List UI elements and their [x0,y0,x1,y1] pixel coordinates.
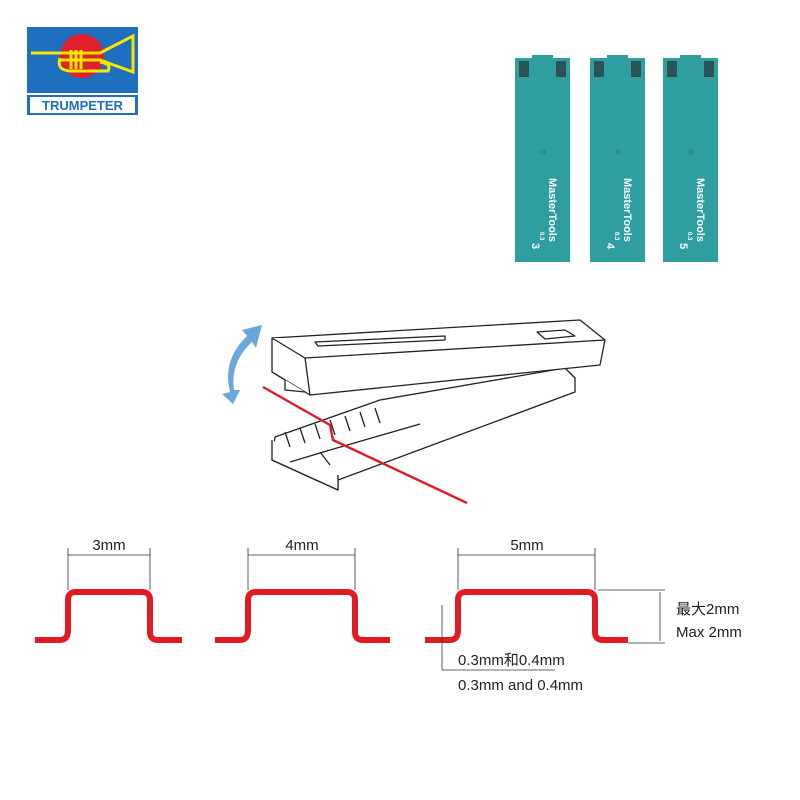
strip-brand: MasterTools [694,178,706,242]
strip-thickness: 0.3 [613,232,619,241]
rotation-arrow-icon [222,325,262,404]
width-label-5mm: 5mm [510,537,543,554]
strip-brand: MasterTools [621,178,633,242]
strip-thickness: 0.3 [538,232,544,241]
wire-line [262,385,468,505]
bend-profiles: 3mm 4mm 5mm 最大2mm Max 2mm 0.3mm和0.4mm 0.… [35,537,742,694]
strip-size: 5 [677,243,689,249]
bend-profile-3mm [35,589,182,643]
logo-text: TRUMPETER [42,98,124,113]
bend-profile-5mm [425,589,628,643]
width-label-4mm: 4mm [285,537,318,554]
trumpet-icon [31,33,135,75]
strip-brand: MasterTools [546,178,558,242]
strip-size: 4 [604,243,616,250]
crimping-tool-drawing [222,319,606,505]
trumpeter-logo: TRUMPETER [27,27,138,115]
bend-profile-4mm [215,589,390,643]
thickness-en: 0.3mm and 0.4mm [458,677,583,694]
max-height-cn: 最大2mm [676,601,739,618]
max-height-en: Max 2mm [676,624,742,641]
width-label-3mm: 3mm [92,537,125,554]
strip-size: 3 [529,243,541,249]
strip-thickness: 0.3 [686,232,692,241]
thickness-cn: 0.3mm和0.4mm [458,652,565,669]
